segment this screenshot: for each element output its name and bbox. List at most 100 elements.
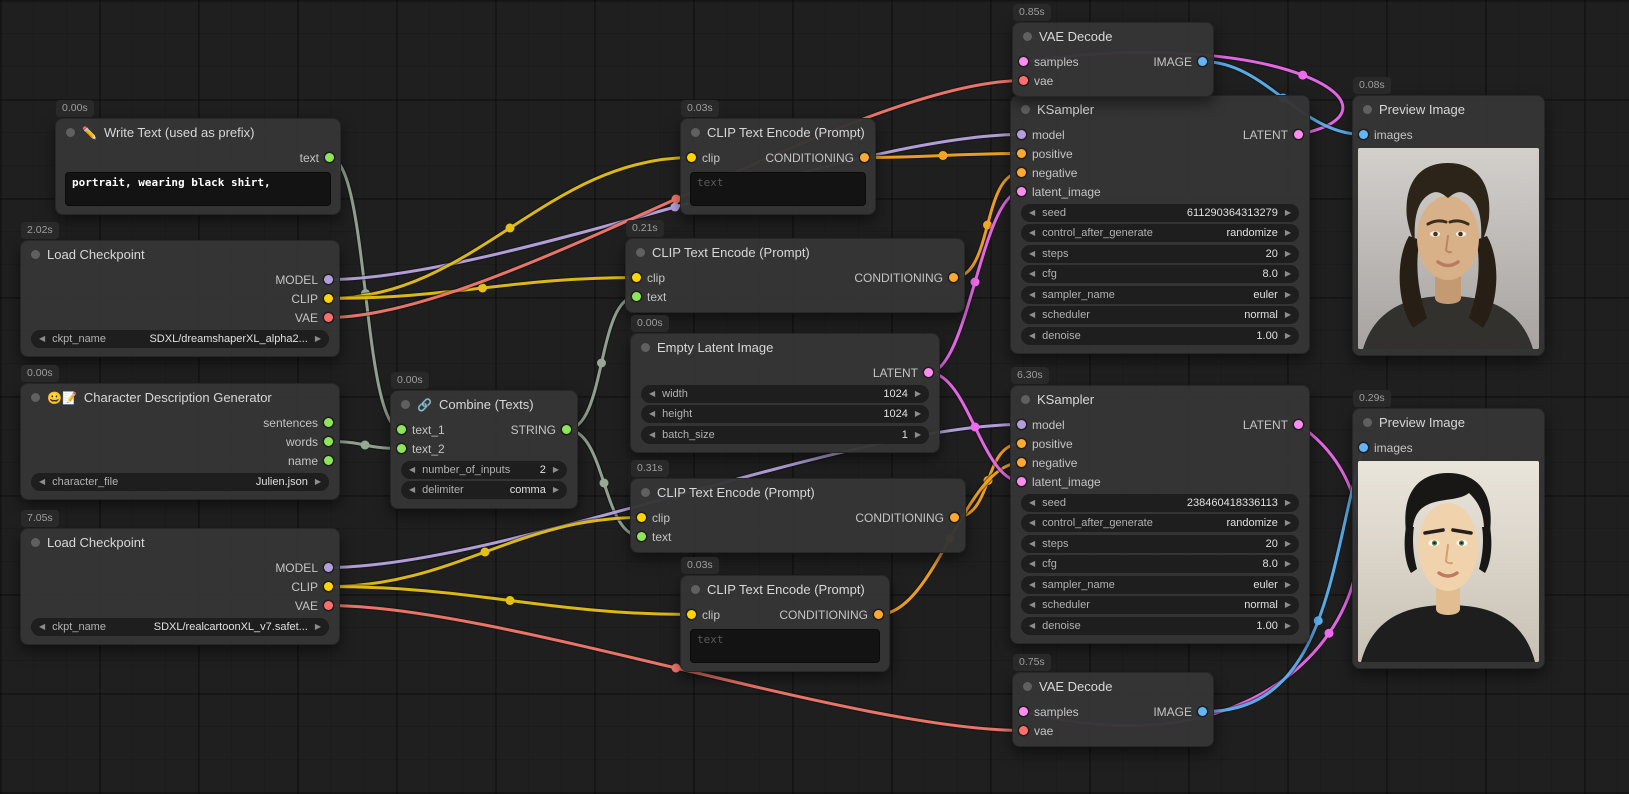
output-port-name-icon[interactable] [324, 456, 333, 465]
increment-arrow-icon[interactable]: ▶ [1284, 207, 1291, 217]
increment-arrow-icon[interactable]: ▶ [1284, 538, 1291, 548]
collapse-dot-icon[interactable] [1363, 418, 1372, 427]
increment-arrow-icon[interactable]: ▶ [1284, 248, 1291, 258]
input-port-vae-icon[interactable] [1019, 726, 1028, 735]
decrement-arrow-icon[interactable]: ◀ [409, 464, 416, 474]
increment-arrow-icon[interactable]: ▶ [552, 485, 559, 494]
input-port-clip-icon[interactable] [632, 273, 641, 282]
decrement-arrow-icon[interactable]: ◀ [39, 333, 46, 343]
collapse-dot-icon[interactable] [31, 538, 40, 547]
input-port-samples-icon[interactable] [1019, 57, 1028, 66]
increment-arrow-icon[interactable]: ▶ [1284, 518, 1291, 527]
increment-arrow-icon[interactable]: ▶ [552, 464, 559, 474]
prompt-textarea[interactable]: portrait, wearing black shirt, [65, 172, 331, 206]
input-port-model-icon[interactable] [1017, 420, 1026, 429]
output-port-LATENT-icon[interactable] [924, 368, 933, 377]
collapse-dot-icon[interactable] [401, 400, 410, 409]
output-port-CONDITIONING-icon[interactable] [950, 513, 959, 522]
increment-arrow-icon[interactable]: ▶ [1284, 228, 1291, 237]
collapse-dot-icon[interactable] [636, 248, 645, 257]
increment-arrow-icon[interactable]: ▶ [314, 621, 321, 631]
prompt-textarea[interactable] [690, 629, 880, 663]
increment-arrow-icon[interactable]: ▶ [1284, 579, 1291, 589]
output-port-CLIP-icon[interactable] [324, 582, 333, 591]
decrement-arrow-icon[interactable]: ◀ [1029, 620, 1036, 630]
increment-arrow-icon[interactable]: ▶ [1284, 269, 1291, 278]
decrement-arrow-icon[interactable]: ◀ [1029, 538, 1036, 548]
increment-arrow-icon[interactable]: ▶ [1284, 289, 1291, 299]
collapse-dot-icon[interactable] [31, 250, 40, 259]
increment-arrow-icon[interactable]: ▶ [314, 333, 321, 343]
output-port-MODEL-icon[interactable] [324, 563, 333, 572]
decrement-arrow-icon[interactable]: ◀ [39, 476, 46, 486]
decrement-arrow-icon[interactable]: ◀ [649, 388, 656, 398]
decrement-arrow-icon[interactable]: ◀ [1029, 269, 1036, 278]
increment-arrow-icon[interactable]: ▶ [1284, 497, 1291, 507]
input-port-model-icon[interactable] [1017, 130, 1026, 139]
collapse-dot-icon[interactable] [691, 585, 700, 594]
output-port-VAE-icon[interactable] [324, 601, 333, 610]
decrement-arrow-icon[interactable]: ◀ [649, 429, 656, 439]
input-port-text_1-icon[interactable] [397, 425, 406, 434]
output-port-words-icon[interactable] [324, 437, 333, 446]
input-port-clip-icon[interactable] [637, 513, 646, 522]
collapse-dot-icon[interactable] [641, 488, 650, 497]
input-port-positive-icon[interactable] [1017, 439, 1026, 448]
output-port-LATENT-icon[interactable] [1294, 420, 1303, 429]
collapse-dot-icon[interactable] [691, 128, 700, 137]
collapse-dot-icon[interactable] [1021, 105, 1030, 114]
input-port-clip-icon[interactable] [687, 610, 696, 619]
increment-arrow-icon[interactable]: ▶ [914, 388, 921, 398]
decrement-arrow-icon[interactable]: ◀ [1029, 310, 1036, 319]
input-port-negative-icon[interactable] [1017, 458, 1026, 467]
increment-arrow-icon[interactable]: ▶ [314, 476, 321, 486]
input-port-latent_image-icon[interactable] [1017, 477, 1026, 486]
input-port-text_2-icon[interactable] [397, 444, 406, 453]
decrement-arrow-icon[interactable]: ◀ [1029, 207, 1036, 217]
output-port-CLIP-icon[interactable] [324, 294, 333, 303]
increment-arrow-icon[interactable]: ▶ [1284, 600, 1291, 609]
collapse-dot-icon[interactable] [1023, 682, 1032, 691]
output-port-LATENT-icon[interactable] [1294, 130, 1303, 139]
input-port-images-icon[interactable] [1359, 443, 1368, 452]
output-port-CONDITIONING-icon[interactable] [874, 610, 883, 619]
output-port-CONDITIONING-icon[interactable] [949, 273, 958, 282]
collapse-dot-icon[interactable] [1021, 395, 1030, 404]
increment-arrow-icon[interactable]: ▶ [1284, 310, 1291, 319]
output-port-IMAGE-icon[interactable] [1198, 57, 1207, 66]
input-port-clip-icon[interactable] [687, 153, 696, 162]
collapse-dot-icon[interactable] [641, 343, 650, 352]
decrement-arrow-icon[interactable]: ◀ [1029, 600, 1036, 609]
input-port-positive-icon[interactable] [1017, 149, 1026, 158]
decrement-arrow-icon[interactable]: ◀ [1029, 579, 1036, 589]
decrement-arrow-icon[interactable]: ◀ [1029, 497, 1036, 507]
increment-arrow-icon[interactable]: ▶ [1284, 620, 1291, 630]
output-port-sentences-icon[interactable] [324, 418, 333, 427]
collapse-dot-icon[interactable] [66, 128, 75, 137]
